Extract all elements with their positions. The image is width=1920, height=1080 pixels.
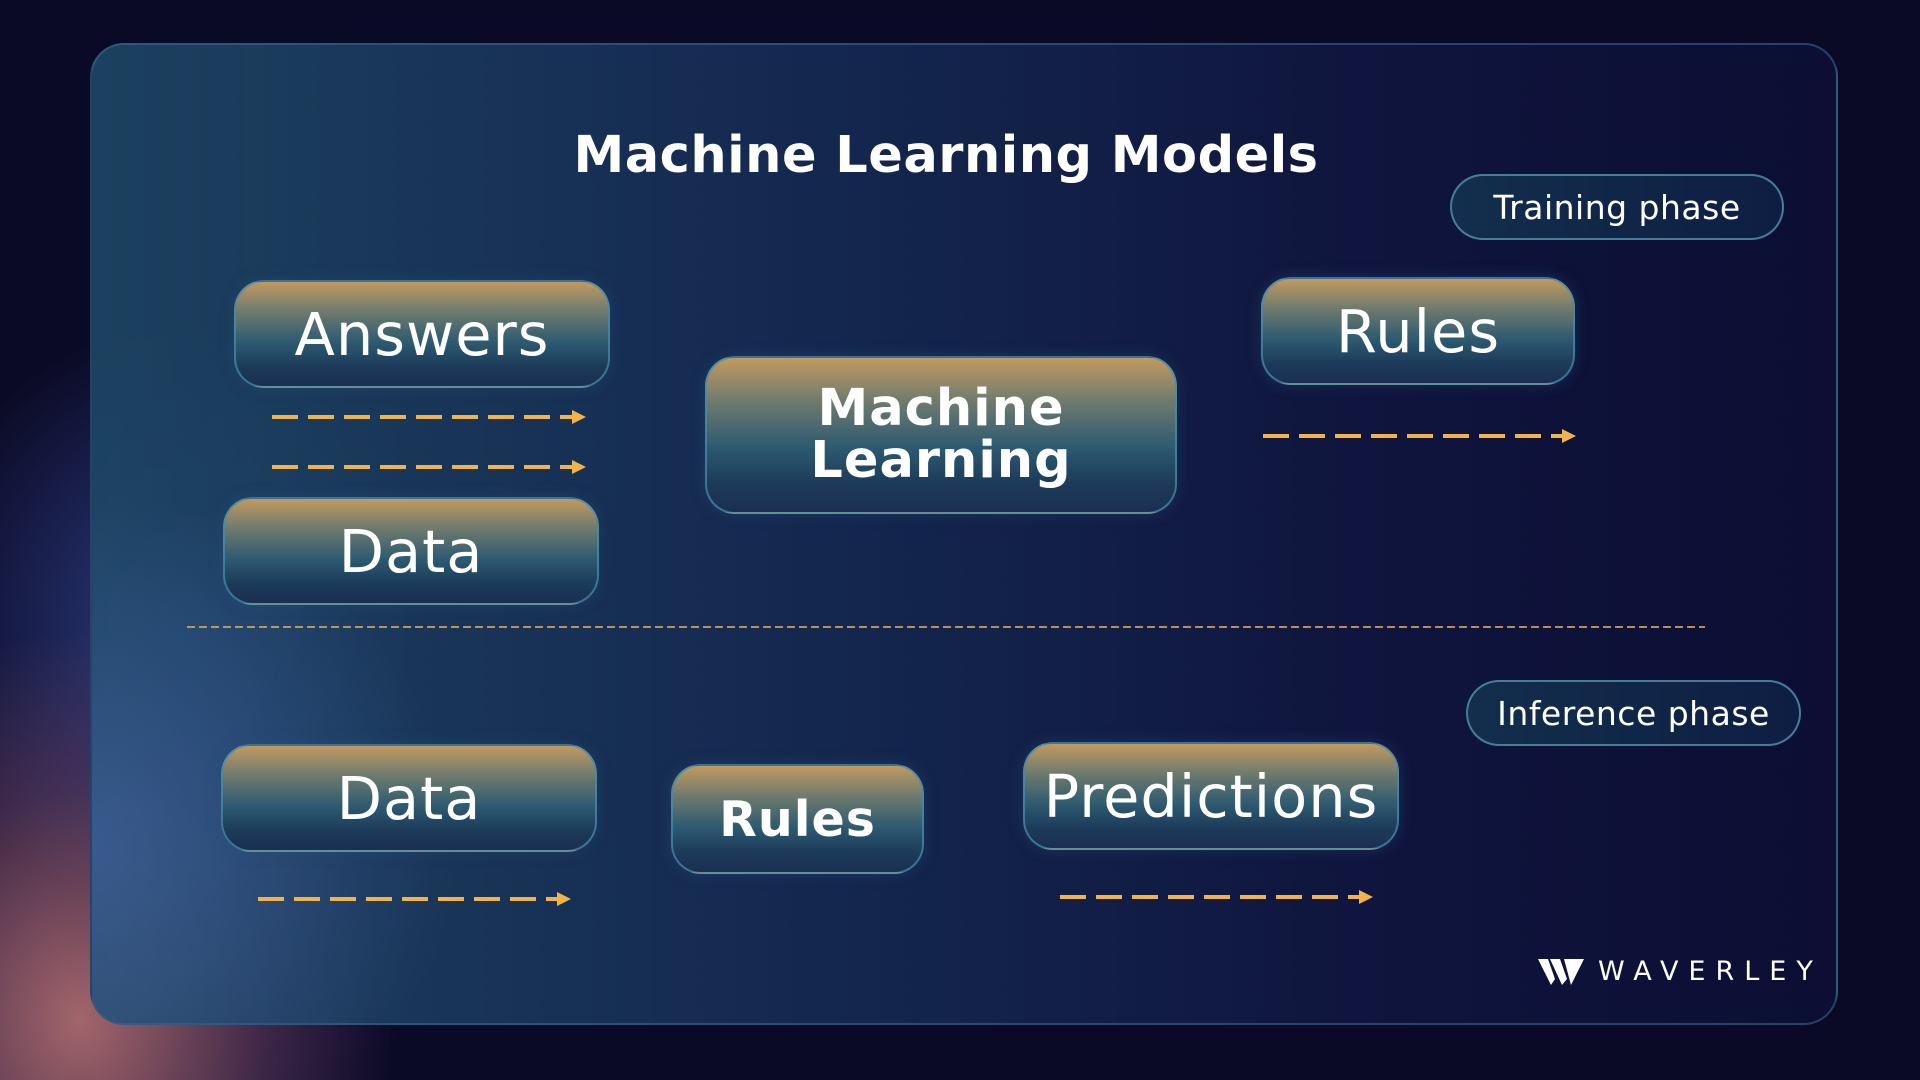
waverley-logo-icon [1538, 958, 1584, 985]
answers-box: Answers [234, 280, 610, 388]
arrow-head-icon [572, 460, 586, 474]
answers-arrow [272, 410, 586, 424]
inference-rules-box: Rules [671, 764, 924, 874]
inference-data-box: Data [221, 744, 597, 852]
arrow-head-icon [1562, 429, 1576, 443]
arrow-head-icon [557, 892, 571, 906]
phase-divider [187, 626, 1705, 628]
training-rules-box: Rules [1261, 277, 1575, 385]
inference-phase-label: Inference phase [1466, 680, 1801, 746]
inference-data-arrow [258, 892, 571, 906]
arrow-line [258, 897, 557, 901]
arrow-head-icon [572, 410, 586, 424]
diagram-title: Machine Learning Models [573, 126, 1319, 185]
training-phase-label: Training phase [1450, 174, 1784, 240]
arrow-line [272, 465, 572, 469]
predictions-arrow [1060, 890, 1373, 904]
arrow-head-icon [1359, 890, 1373, 904]
predictions-box: Predictions [1023, 742, 1399, 850]
logo-text: WAVERLEY [1598, 956, 1823, 987]
data-arrow [272, 460, 586, 474]
machine-learning-line2: Learning [810, 431, 1072, 490]
rules-arrow [1263, 429, 1576, 443]
waverley-logo: WAVERLEY [1538, 956, 1823, 987]
training-data-box: Data [223, 497, 599, 605]
machine-learning-box: Machine Learning [705, 356, 1177, 514]
arrow-line [1060, 895, 1359, 899]
arrow-line [1263, 434, 1562, 438]
arrow-line [272, 415, 572, 419]
machine-learning-line1: Machine [817, 379, 1065, 438]
